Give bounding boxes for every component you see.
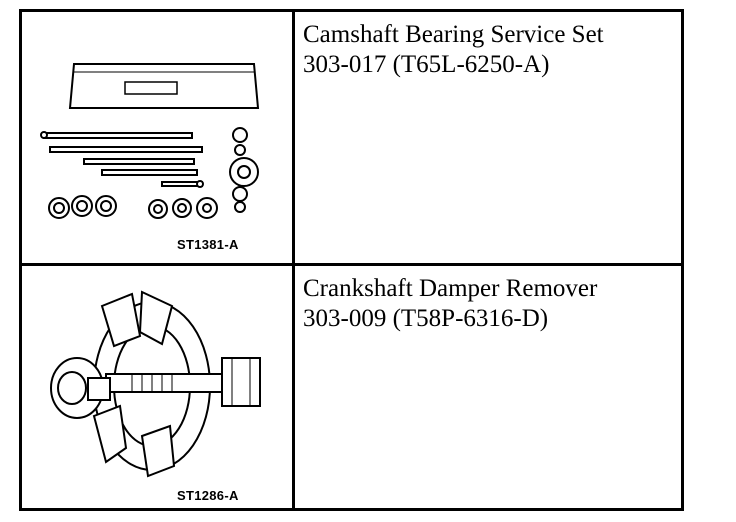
- tool-image-cell-1: ST1381-A: [22, 12, 292, 263]
- tool-table: ST1381-A Camshaft Bearing Service Set 30…: [19, 9, 684, 511]
- tool-text-cell-1: Camshaft Bearing Service Set 303-017 (T6…: [295, 12, 681, 263]
- crankshaft-damper-remover-illustration: [50, 290, 261, 478]
- column-divider: [292, 12, 295, 508]
- row-divider: [22, 263, 681, 266]
- tool-name: Crankshaft Damper Remover: [303, 275, 598, 302]
- tool-number: 303-009 (T58P-6316-D): [303, 305, 549, 332]
- illustration-code: ST1286-A: [177, 488, 239, 503]
- tool-text-cell-2: Crankshaft Damper Remover 303-009 (T58P-…: [295, 266, 681, 508]
- tool-number: 303-017 (T65L-6250-A): [303, 51, 550, 78]
- camshaft-bearing-service-set-illustration: [40, 63, 260, 219]
- illustration-code: ST1381-A: [177, 237, 239, 252]
- tool-name: Camshaft Bearing Service Set: [303, 21, 604, 48]
- tool-image-cell-2: ST1286-A: [22, 266, 292, 508]
